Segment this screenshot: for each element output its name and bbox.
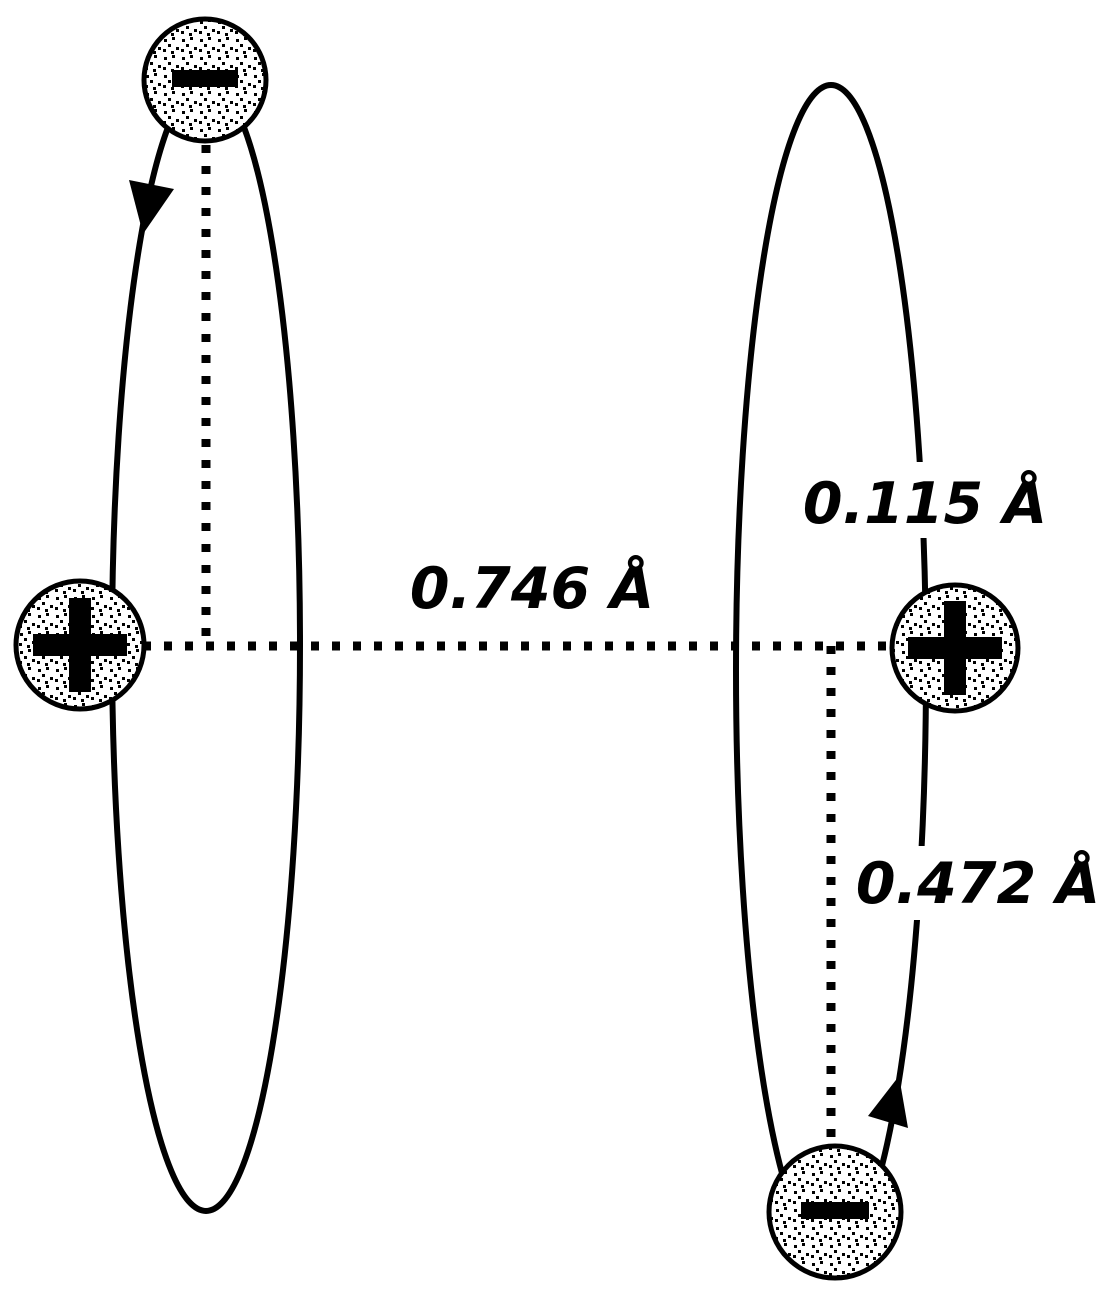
label-background (858, 846, 1096, 920)
label-orbit-radius: 0.472 Å (856, 849, 1100, 917)
minus-icon (801, 1202, 869, 1219)
label-background (798, 462, 1050, 538)
minus-icon (172, 70, 238, 87)
proton-right (889, 582, 1021, 714)
orbit-direction-arrow-right-icon (868, 1076, 908, 1128)
orbit-direction-arrow-left-icon (129, 180, 174, 234)
electron-left (141, 16, 269, 144)
plus-icon (69, 598, 91, 692)
label-nucleus-orbit-offset: 0.115 Å (803, 469, 1047, 537)
electron-right (766, 1143, 904, 1281)
proton-left (13, 578, 147, 712)
plus-icon (944, 601, 966, 695)
label-internuclear-distance: 0.746 Å (410, 554, 654, 622)
